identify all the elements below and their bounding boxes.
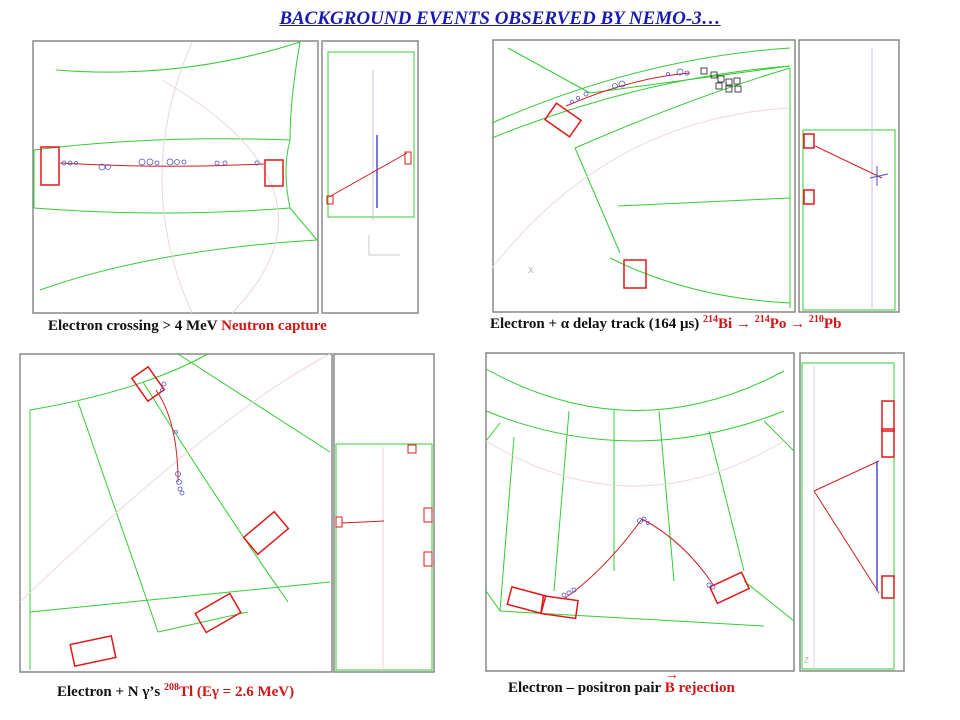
tracker-hits [561,516,716,598]
page-title: BACKGROUND EVENTS OBSERVED BY NEMO-3… [279,8,721,29]
electron-track [59,162,265,167]
top-view-frame [19,353,333,673]
event-display-electron-positron: Z [484,351,908,675]
top-view-frame [32,40,319,314]
event-display-neutron-capture [32,40,420,315]
caption-panel-4: Electron – positron pair →B rejection [508,668,735,697]
electron-track [155,389,179,483]
top-view-frame [485,352,795,672]
side-view-frame [798,39,900,313]
axis-label-x: X [528,266,534,275]
caption-1-main: Electron crossing > 4 MeV [48,318,218,334]
event-display-electron-gammas [18,352,438,674]
calorimeter-block [40,146,60,186]
side-view-track [341,520,385,524]
tracker-hits [160,381,185,496]
detector-sector-lines [491,47,791,308]
side-view-frame [321,40,419,314]
calorimeter-block [543,102,583,138]
caption-2-main: Electron + α delay track (164 μs) [490,316,700,332]
event-display-alpha-delay: X [490,38,902,314]
side-view-frame [333,353,435,673]
electron-track [563,518,643,600]
calorimeter-block [69,634,117,668]
alpha-delay-hits [700,67,742,93]
caption-4-tag: →B rejection [664,668,735,696]
side-view-track [813,460,880,492]
detector-sector-lines [485,368,795,627]
detector-sector-lines [29,353,331,670]
side-view-track [328,152,408,198]
calorimeter-block [623,259,647,289]
side-view-frame [799,352,905,672]
tracker-hits [570,68,690,104]
caption-3-main: Electron + N γ’s [57,684,161,700]
calorimeter-block [130,365,166,403]
caption-4-main: Electron – positron pair [508,680,661,696]
calorimeter-block [540,594,579,620]
caption-3-tag: 208Tl (Eγ = 2.6 MeV) [163,682,295,700]
caption-panel-2: Electron + α delay track (164 μs) 214Bi … [490,314,841,333]
calorimeter-block [708,571,751,605]
caption-panel-3: Electron + N γ’s 208Tl (Eγ = 2.6 MeV) [57,682,294,701]
calorimeter-block [194,592,242,634]
side-view-track [814,145,883,179]
caption-2-tag: 214Bi → 214Po → 210Pb [703,314,842,332]
positron-track [641,518,715,587]
caption-panel-1: Electron crossing > 4 MeV Neutron captur… [48,318,327,335]
tracker-hits [61,158,260,171]
calorimeter-block [242,510,290,556]
calorimeter-block [264,159,284,187]
electron-track [565,72,691,107]
axis-label-z: Z [804,656,809,665]
caption-1-tag: Neutron capture [221,318,327,334]
calorimeter-block [506,585,547,615]
